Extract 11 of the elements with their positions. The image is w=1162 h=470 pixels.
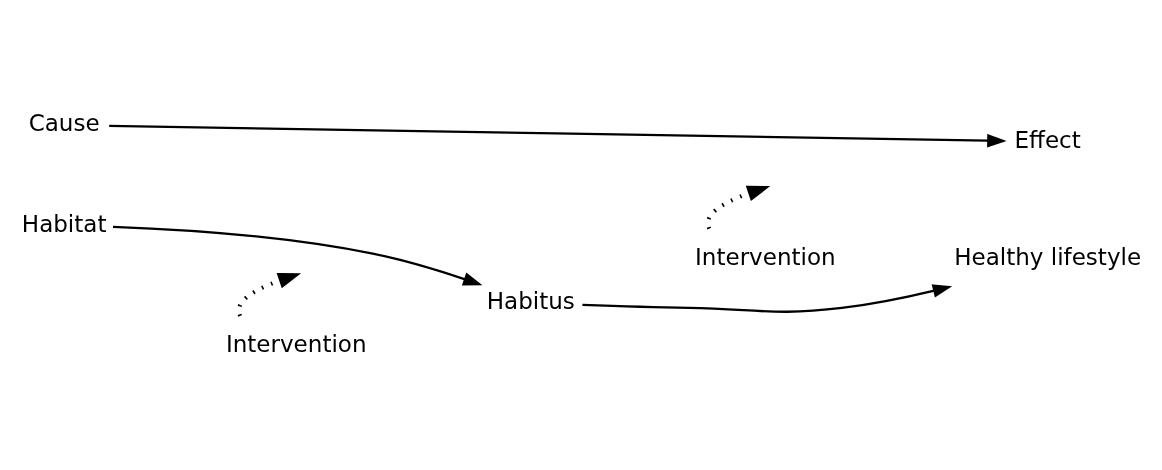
arrow: [109, 124, 1007, 147]
node-text: Intervention: [225, 330, 367, 357]
node-text: Habitus: [486, 287, 575, 314]
arrow: [705, 185, 771, 229]
node-text: Cause: [28, 109, 100, 136]
arrow: [582, 283, 953, 313]
node-text: Effect: [1014, 126, 1081, 153]
node-text: Intervention: [695, 243, 836, 270]
node-text: Habitat: [21, 210, 107, 237]
arrow: [113, 225, 483, 285]
node-text: Healthy lifestyle: [954, 243, 1142, 270]
